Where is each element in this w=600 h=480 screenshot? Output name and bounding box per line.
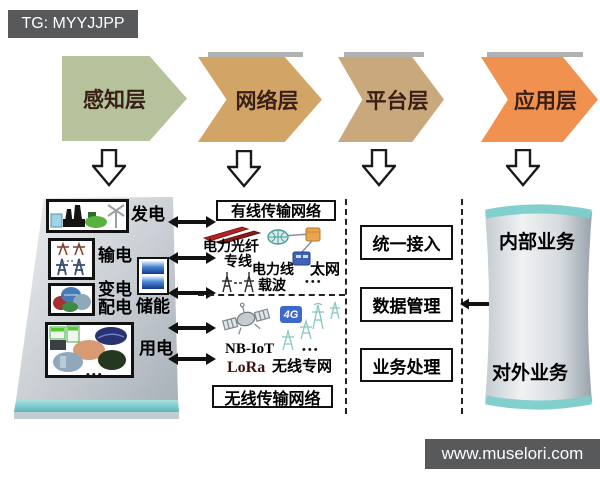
cell-towers-icon xyxy=(282,301,340,351)
lora-label: LoRa xyxy=(227,359,266,376)
layer-label: 感知层 xyxy=(83,87,146,112)
transmission-photo-box xyxy=(48,238,95,280)
layer-chevron-network: 网络层 xyxy=(198,57,322,142)
layer-chevron-application: 应用层 xyxy=(481,57,598,142)
external-business-label: 对外业务 xyxy=(492,363,569,384)
substation-icon xyxy=(53,287,91,312)
internal-business-label: 内部业务 xyxy=(499,232,576,253)
4g-badge: 4G xyxy=(280,306,302,323)
layer-chevron-platform: 平台层 xyxy=(338,57,444,142)
nbiot-label: NB-IoT xyxy=(225,341,275,357)
ethernet-label: 太网 xyxy=(310,262,341,278)
plc-label-line1: 电力线 xyxy=(252,263,294,278)
chevron-shadow xyxy=(344,52,424,57)
storage-photo-box xyxy=(137,257,169,295)
down-arrow-icon xyxy=(227,150,261,188)
down-arrow-icon xyxy=(362,149,396,187)
wired-network-title: 有线传输网络 xyxy=(216,200,336,221)
consumption-photos-icon xyxy=(49,325,127,372)
down-arrow-icon xyxy=(92,149,126,187)
link-arrow-icon xyxy=(168,322,216,334)
wireless-private-net-label: 无线专网 xyxy=(272,359,333,375)
consumption-label: 用电 xyxy=(139,339,173,358)
fiber-label-line1: 电力光纤 xyxy=(203,240,259,255)
chevron-shadow xyxy=(208,52,303,57)
transform-label: 变电 xyxy=(98,280,132,299)
platform-box-business-processing: 业务处理 xyxy=(360,348,453,382)
layer-label: 应用层 xyxy=(514,88,577,113)
storage-photo xyxy=(142,261,164,274)
down-arrow-icon xyxy=(506,149,540,187)
distribution-label: 配电 xyxy=(98,298,132,317)
plc-label-line2: 载波 xyxy=(258,279,286,294)
satellite-icon xyxy=(222,302,271,335)
plc-towers-icon xyxy=(222,272,254,293)
storage-label: 储能 xyxy=(136,297,170,316)
fiber-label-line2: 专线 xyxy=(224,255,252,270)
wireless-network-title: 无线传输网络 xyxy=(212,385,333,408)
transform-photo-box xyxy=(48,283,95,316)
consumption-dots: ••• xyxy=(86,369,104,381)
chevron-shadow xyxy=(487,52,583,57)
layer-chevron-perception: 感知层 xyxy=(62,56,187,141)
transmission-label: 输电 xyxy=(98,246,132,265)
optical-fiber-icon xyxy=(202,226,262,245)
layer-label: 平台层 xyxy=(365,88,429,113)
storage-photo xyxy=(142,276,164,289)
power-plant-icon xyxy=(50,204,125,228)
ethernet-devices-icon xyxy=(267,227,321,266)
generation-label: 发电 xyxy=(131,205,165,224)
platform-box-unified-access: 统一接入 xyxy=(360,225,453,260)
application-slab xyxy=(485,204,592,410)
watermark-site: www.muselori.com xyxy=(425,439,600,469)
link-arrow-icon xyxy=(168,287,216,299)
link-arrow-icon xyxy=(168,353,216,365)
wired-dots: ••• xyxy=(305,276,323,288)
layer-label: 网络层 xyxy=(235,88,299,113)
platform-application-divider xyxy=(461,199,463,414)
transmission-tower-icon xyxy=(56,241,85,276)
wireless-dots: ••• xyxy=(302,344,320,356)
link-arrow-icon xyxy=(168,216,216,228)
top-tag-badge: TG: MYYJJPP xyxy=(8,10,138,38)
wired-wireless-divider xyxy=(198,294,345,296)
generation-photo-box xyxy=(46,199,129,233)
link-arrow-icon xyxy=(168,252,216,264)
network-platform-divider xyxy=(345,199,347,414)
consumption-photo-box: ••• xyxy=(45,322,134,381)
platform-box-data-management: 数据管理 xyxy=(360,287,453,322)
